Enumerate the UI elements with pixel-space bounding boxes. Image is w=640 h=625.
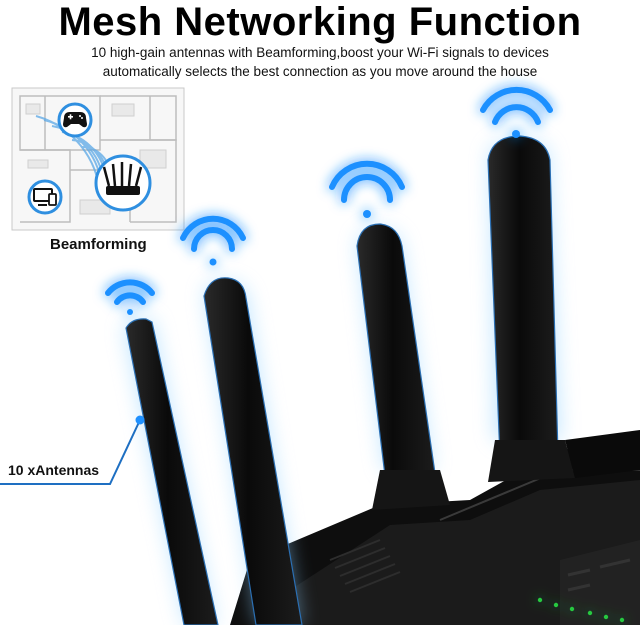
- antenna-4: [487, 135, 559, 459]
- router-icon: [102, 162, 143, 195]
- subtitle-line-1: 10 high-gain antennas with Beamforming,b…: [91, 45, 549, 60]
- antenna-callout: [0, 415, 145, 485]
- status-leds: [537, 597, 625, 623]
- antenna-1: [125, 318, 219, 625]
- antenna-3: [356, 223, 437, 485]
- router-body: [230, 435, 640, 625]
- subtitle-line-2: automatically selects the best connectio…: [102, 64, 538, 79]
- floor-plan-inset: [11, 87, 185, 231]
- beamforming-label: Beamforming: [50, 236, 147, 253]
- devices-icon: [33, 188, 57, 206]
- wifi-icon: [105, 86, 553, 315]
- antennas-label: 10 xAntennas: [8, 462, 100, 478]
- antenna-2: [203, 277, 303, 625]
- gamepad-icon: [63, 112, 87, 128]
- page-title: Mesh Networking Function: [58, 0, 582, 44]
